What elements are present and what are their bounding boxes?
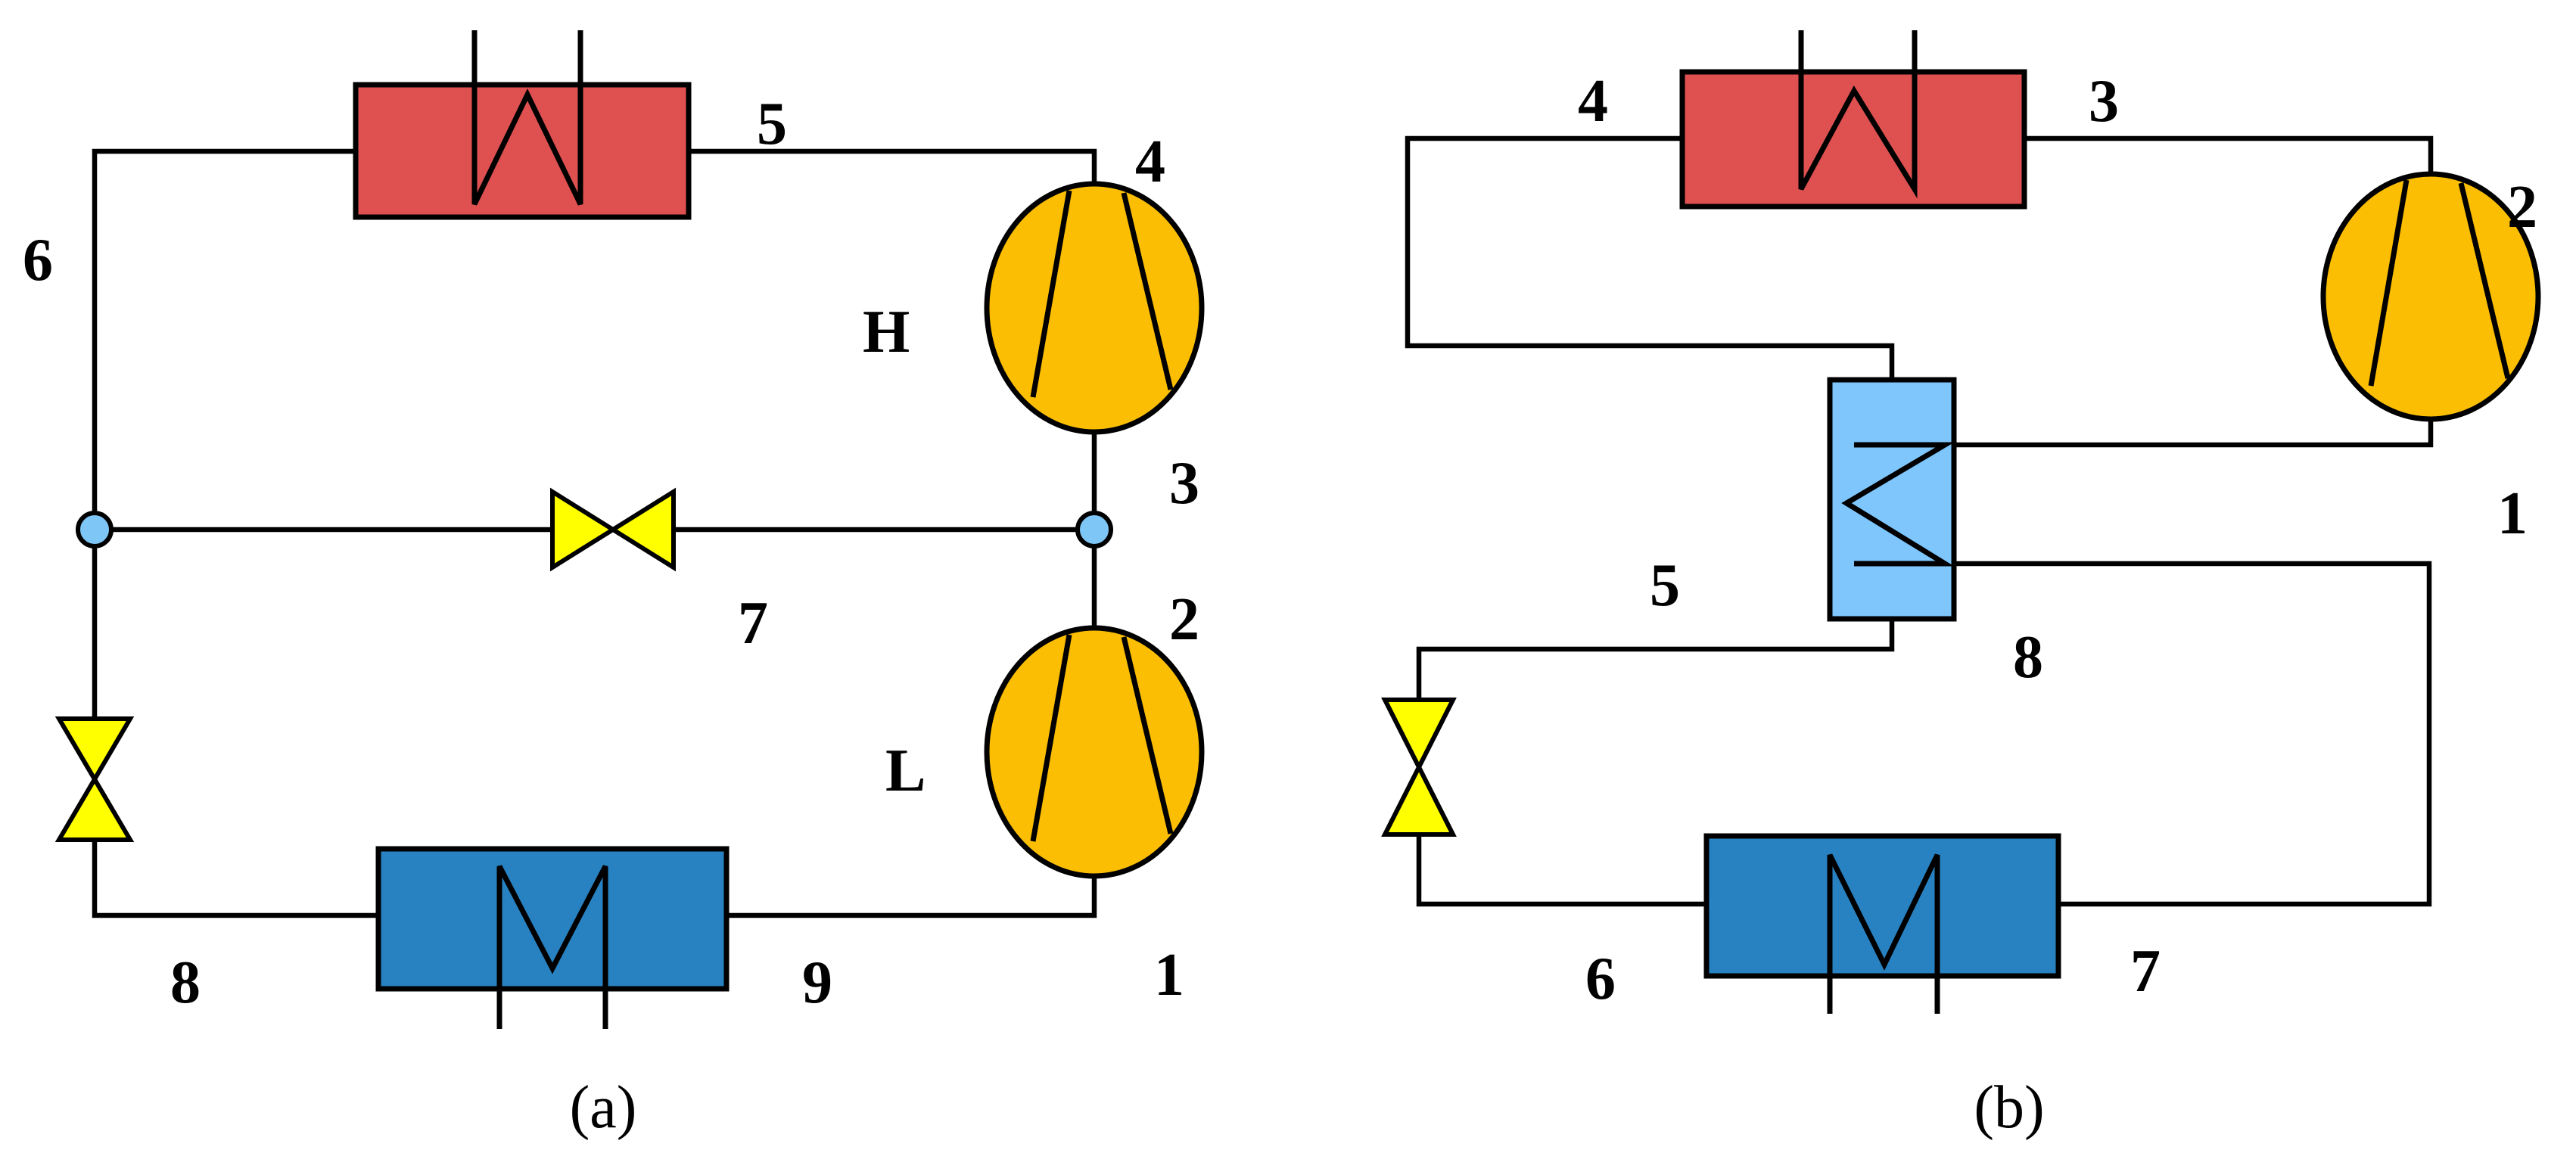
- label-b-3: 3: [2089, 68, 2119, 135]
- pipe-b-liquid-out: [1416, 616, 1895, 703]
- label-a-5: 5: [757, 91, 787, 157]
- valve-a-bypass-icon: [550, 487, 676, 572]
- pipe-a-bottom-left: [92, 837, 381, 918]
- label-a-8: 8: [170, 949, 201, 1016]
- pipe-a-bottom-right: [723, 873, 1097, 918]
- pipe-a-top-right: [686, 148, 1097, 187]
- label-b-2: 2: [2507, 174, 2537, 241]
- label-a-6: 6: [23, 227, 53, 294]
- pipe-b-discharge: [2021, 135, 2434, 177]
- evaporator-a-coil-icon: [496, 865, 608, 1029]
- label-a-3: 3: [1169, 450, 1199, 517]
- recuperator-b-coil-icon: [1841, 442, 1955, 567]
- label-b-4: 4: [1578, 68, 1608, 135]
- diagram-a: 5 4 6 H 3 7 2 L 8 9 1 (a): [23, 30, 1205, 1141]
- pipe-a-top-left: [92, 148, 359, 533]
- label-a-7: 7: [738, 590, 768, 657]
- caption-a: (a): [570, 1074, 637, 1141]
- recuperator-b: [1827, 377, 1957, 622]
- label-a-2: 2: [1169, 586, 1199, 653]
- compressor-high: [984, 181, 1205, 435]
- pipe-b-condenser-out: [1405, 135, 1895, 383]
- valve-b-expansion-icon: [1381, 698, 1457, 837]
- condenser-a: [353, 30, 692, 220]
- label-b-7: 7: [2130, 938, 2161, 1005]
- evaporator-a: [375, 846, 730, 1029]
- label-a-4: 4: [1135, 129, 1165, 195]
- pipe-b-suction: [1919, 415, 2434, 448]
- junction-a-left: [76, 511, 114, 548]
- pipe-b-to-evaporator: [1416, 831, 1710, 907]
- label-a-l: L: [885, 738, 926, 804]
- label-a-1: 1: [1154, 942, 1184, 1008]
- compressor-b: [2320, 171, 2541, 422]
- evaporator-b: [1703, 833, 2061, 1014]
- compressor-low: [984, 625, 1205, 879]
- label-a-h: H: [863, 299, 910, 365]
- valve-a-expansion-icon: [54, 716, 135, 842]
- condenser-b: [1679, 30, 2027, 210]
- label-b-8: 8: [2013, 624, 2043, 691]
- label-b-5: 5: [1650, 552, 1680, 619]
- condenser-a-coil-icon: [471, 30, 583, 206]
- pipe-b-evaporator-out: [1927, 561, 2432, 907]
- label-a-9: 9: [802, 949, 832, 1016]
- junction-a-right: [1075, 511, 1113, 548]
- label-b-6: 6: [1585, 946, 1616, 1012]
- label-b-1: 1: [2497, 480, 2528, 547]
- diagram-b: 4 3 2 1 5 8 6 7 (b): [1381, 30, 2541, 1141]
- caption-b: (b): [1974, 1074, 2044, 1141]
- condenser-b-coil-icon: [1798, 30, 1918, 199]
- evaporator-b-coil-icon: [1827, 853, 1940, 1014]
